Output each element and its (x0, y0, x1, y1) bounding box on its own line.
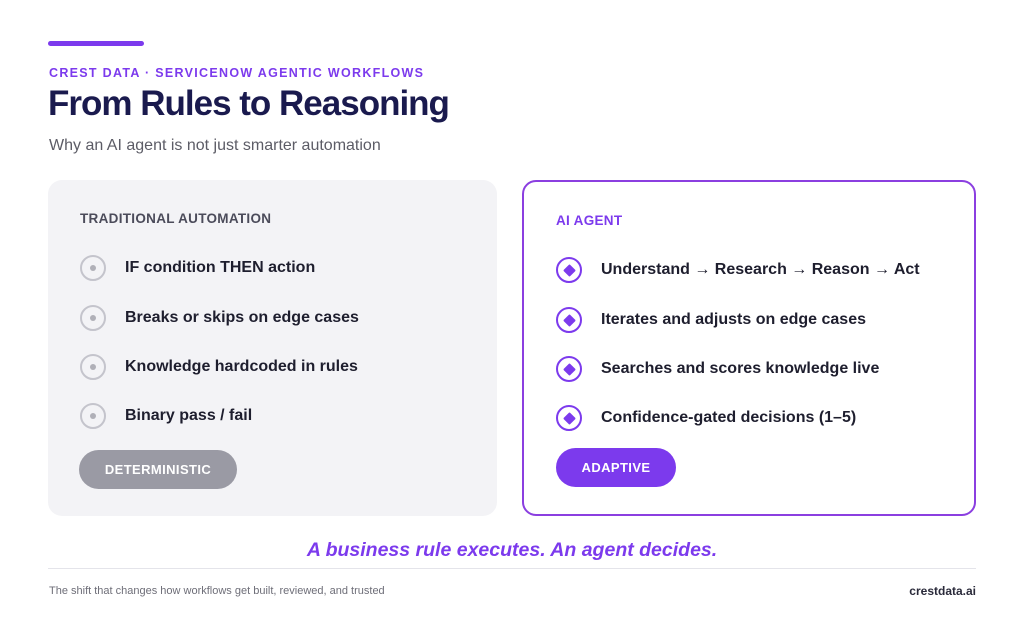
list-item: Confidence-gated decisions (1–5) (556, 405, 856, 431)
circle-dot-icon (80, 255, 106, 281)
list-item: Breaks or skips on edge cases (80, 305, 359, 331)
list-item: Searches and scores knowledge live (556, 356, 879, 382)
list-item: Knowledge hardcoded in rules (80, 354, 358, 380)
deterministic-badge: DETERMINISTIC (79, 450, 237, 489)
diamond-icon (556, 307, 582, 333)
card-heading: AI AGENT (556, 213, 623, 228)
page-subtitle: Why an AI agent is not just smarter auto… (49, 137, 381, 154)
tagline: A business rule executes. An agent decid… (306, 539, 718, 561)
page-title: From Rules to Reasoning (48, 84, 450, 123)
list-item: Understand → Research → Reason → Act (556, 257, 920, 283)
ai-agent-card: AI AGENT Understand → Research → Reason … (522, 180, 976, 516)
list-item-label: Knowledge hardcoded in rules (125, 358, 358, 375)
list-item: IF condition THEN action (80, 255, 315, 281)
list-item-label: Confidence-gated decisions (1–5) (601, 409, 857, 426)
list-item-label: Searches and scores knowledge live (601, 360, 880, 377)
list-item-label: Understand → Research → Reason → Act (601, 261, 920, 278)
list-item-label: Binary pass / fail (125, 407, 253, 424)
list-item-label: Iterates and adjusts on edge cases (601, 311, 866, 328)
card-heading: TRADITIONAL AUTOMATION (80, 211, 272, 226)
circle-dot-icon (80, 354, 106, 380)
adaptive-badge: ADAPTIVE (556, 448, 676, 487)
accent-bar (48, 41, 144, 46)
diamond-icon (556, 356, 582, 382)
footer-divider (48, 568, 976, 569)
list-item: Iterates and adjusts on edge cases (556, 307, 866, 333)
list-item-label: Breaks or skips on edge cases (125, 309, 359, 326)
eyebrow: CREST DATA · SERVICENOW AGENTIC WORKFLOW… (49, 66, 425, 80)
circle-dot-icon (80, 403, 106, 429)
traditional-automation-card: TRADITIONAL AUTOMATION IF condition THEN… (48, 180, 497, 516)
circle-dot-icon (80, 305, 106, 331)
diamond-icon (556, 257, 582, 283)
list-item: Binary pass / fail (80, 403, 252, 429)
diamond-icon (556, 405, 582, 431)
footer-brand: crestdata.ai (909, 584, 976, 598)
footer-note: The shift that changes how workflows get… (49, 585, 385, 597)
list-item-label: IF condition THEN action (125, 259, 316, 276)
